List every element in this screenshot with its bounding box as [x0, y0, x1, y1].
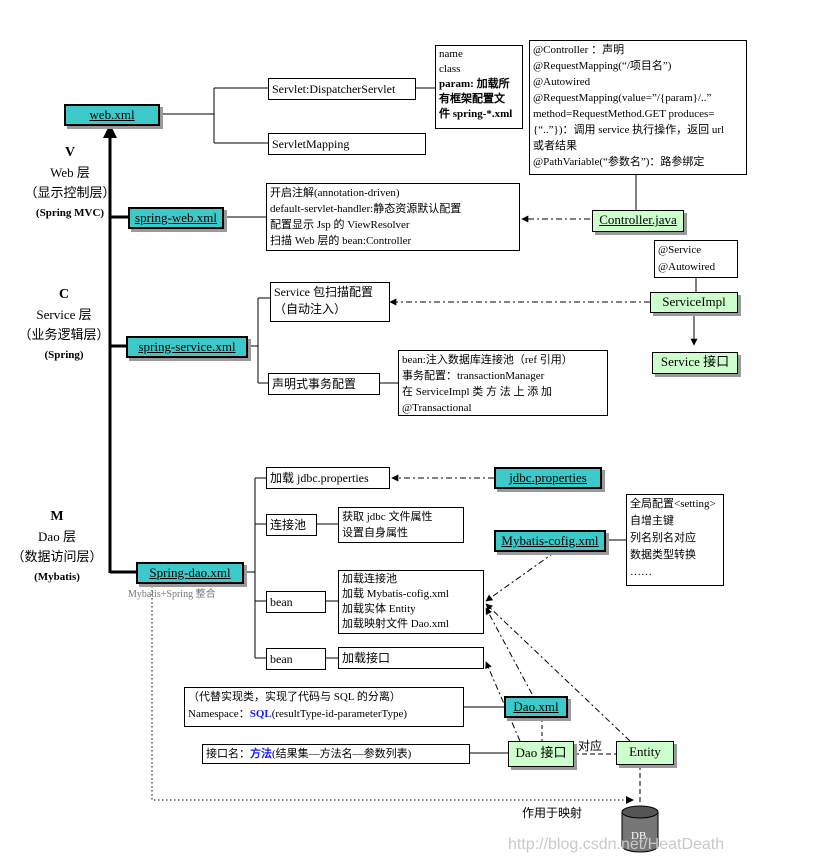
dispatcher-servlet-node[interactable]: Servlet:DispatcherServlet: [268, 78, 416, 100]
dispatcher-param-box: name class param: 加载所 有框架配置文 件 spring-*.…: [435, 45, 523, 129]
transaction-line: @Transactional: [402, 402, 472, 414]
transaction-node[interactable]: 声明式事务配置: [268, 373, 380, 395]
layer-web-letter: V: [64, 145, 76, 160]
dao-interface-node[interactable]: Dao 接口: [508, 741, 574, 767]
service-impl-node[interactable]: ServiceImpl: [650, 292, 738, 313]
bean1-detail-box: 加载连接池 加载 Mybatis-cofig.xml 加载实体 Entity 加…: [338, 570, 484, 634]
spring-dao-caption: Mybatis+Spring 整合: [128, 589, 216, 600]
mybatis-detail-line: 自增主键: [630, 515, 674, 527]
layer-service: C Service 层 （业务逻辑层） (Spring): [4, 285, 124, 365]
layer-web: V Web 层 （显示控制层） (Spring MVC): [10, 143, 130, 223]
param-line: 件 spring-*.xml: [439, 108, 513, 120]
pool-detail-line: 获取 jdbc 文件属性: [342, 511, 433, 523]
param-line: param: 加载所: [439, 78, 510, 90]
service-scan-line: （自动注入）: [274, 302, 347, 316]
pool-node[interactable]: 连接池: [266, 514, 317, 536]
jdbc-properties-node[interactable]: jdbc.properties: [494, 467, 602, 489]
mybatis-detail-line: ……: [630, 566, 652, 578]
config-line: 扫描 Web 层的 bean:Controller: [270, 235, 412, 247]
config-line: default-servlet-handler:静态资源默认配置: [270, 203, 462, 215]
config-line: 开启注解(annotation-driven): [270, 187, 400, 199]
mybatis-detail-line: 全局配置<setting>: [630, 498, 716, 510]
param-line: name: [439, 48, 463, 60]
spring-service-xml-node[interactable]: spring-service.xml: [126, 336, 248, 358]
layer-dao: M Dao 层 （数据访问层） (Mybatis): [0, 507, 117, 587]
bean1-detail-line: 加载 Mybatis-cofig.xml: [342, 588, 449, 600]
mybatis-config-node[interactable]: Mybatis-cofig.xml: [494, 530, 606, 552]
annotation-line: 或者结果: [533, 140, 577, 152]
annotation-line: method=RequestMethod.GET produces=: [533, 108, 715, 120]
controller-java-node[interactable]: Controller.java: [592, 210, 684, 232]
pool-detail-line: 设置自身属性: [342, 527, 408, 539]
mybatis-detail-line: 数据类型转换: [630, 549, 696, 561]
bean-node-1[interactable]: bean: [266, 591, 326, 613]
layer-service-letter: C: [58, 287, 70, 302]
db-cylinder: [621, 805, 659, 853]
layer-service-framework: (Spring): [44, 349, 84, 361]
dao-xml-note-line: （代替实现类，实现了代码与 SQL 的分离）: [188, 691, 401, 703]
web-xml-node[interactable]: web.xml: [64, 104, 160, 126]
param-line: 有框架配置文: [439, 93, 505, 105]
entity-node[interactable]: Entity: [616, 741, 674, 765]
service-scan-node[interactable]: Service 包扫描配置 （自动注入）: [270, 282, 390, 322]
layer-web-framework: (Spring MVC): [35, 207, 105, 219]
layer-dao-letter: M: [50, 509, 64, 524]
watermark: http://blog.csdn.net/HeatDeath: [508, 836, 725, 853]
annotation-line: @RequestMapping(value=”/{param}/..”: [533, 92, 712, 104]
dao-xml-node[interactable]: Dao.xml: [504, 696, 568, 718]
transaction-line: bean:注入数据库连接池（ref 引用）: [402, 354, 573, 366]
serviceimpl-annotations-box: @Service @Autowired: [654, 240, 738, 278]
annotation-line: @RequestMapping(“/项目名”): [533, 60, 672, 72]
mybatis-detail-box: 全局配置<setting> 自增主键 列名别名对应 数据类型转换 ……: [626, 494, 724, 586]
annotation-line: @Autowired: [658, 261, 716, 273]
annotation-line: {“..”})：调用 service 执行操作，返回 url: [533, 124, 725, 136]
annotation-line: @Autowired: [533, 76, 591, 88]
annotation-line: @Controller ：声明: [533, 44, 625, 56]
maps-to-label: 作用于映射: [522, 806, 583, 820]
bean1-detail-line: 加载连接池: [342, 573, 397, 585]
bean2-detail-box: 加载接口: [338, 647, 484, 669]
spring-web-xml-node[interactable]: spring-web.xml: [128, 207, 224, 229]
dao-xml-note-box: （代替实现类，实现了代码与 SQL 的分离） Namespace：SQL(res…: [184, 687, 464, 727]
layer-web-name: Web 层: [50, 165, 90, 180]
load-jdbc-node[interactable]: 加载 jdbc.properties: [266, 467, 390, 489]
db-label: DB: [631, 830, 647, 842]
config-line: 配置显示 Jsp 的 ViewResolver: [270, 219, 410, 231]
bean1-detail-line: 加载映射文件 Dao.xml: [342, 618, 449, 630]
service-scan-line: Service 包扫描配置: [274, 285, 373, 299]
layer-dao-name: Dao 层: [38, 529, 76, 544]
correspond-label: 对应: [578, 739, 603, 753]
service-interface-node[interactable]: Service 接口: [652, 352, 738, 374]
servlet-mapping-node[interactable]: ServletMapping: [268, 133, 426, 155]
layer-dao-desc: （数据访问层）: [11, 549, 103, 564]
mybatis-detail-line: 列名别名对应: [630, 532, 696, 544]
layer-service-desc: （业务逻辑层）: [18, 327, 110, 342]
param-line: class: [439, 63, 461, 75]
spring-web-config-box: 开启注解(annotation-driven) default-servlet-…: [266, 183, 520, 251]
pool-detail-box: 获取 jdbc 文件属性 设置自身属性: [338, 507, 464, 543]
transaction-line: 事务配置：transactionManager: [402, 370, 545, 382]
annotation-line: @PathVariable(“参数名”)：路参绑定: [533, 156, 705, 168]
dao-interface-note-box: 接口名：方法(结果集—方法名—参数列表): [202, 744, 470, 764]
layer-web-desc: （显示控制层）: [24, 185, 116, 200]
bean-node-2[interactable]: bean: [266, 648, 326, 670]
controller-annotations-box: @Controller ：声明 @RequestMapping(“/项目名”) …: [529, 40, 747, 175]
annotation-line: @Service: [658, 244, 702, 256]
dao-xml-note-line: Namespace：SQL(resultType-id-parameterTyp…: [188, 708, 408, 720]
layer-service-name: Service 层: [36, 307, 92, 322]
transaction-line: 在 ServiceImpl 类 方 法 上 添 加: [402, 386, 553, 398]
spring-dao-xml-node[interactable]: Spring-dao.xml: [136, 562, 244, 584]
bean1-detail-line: 加载实体 Entity: [342, 603, 416, 615]
transaction-detail-box: bean:注入数据库连接池（ref 引用） 事务配置：transactionMa…: [398, 350, 608, 416]
layer-dao-framework: (Mybatis): [34, 571, 80, 583]
